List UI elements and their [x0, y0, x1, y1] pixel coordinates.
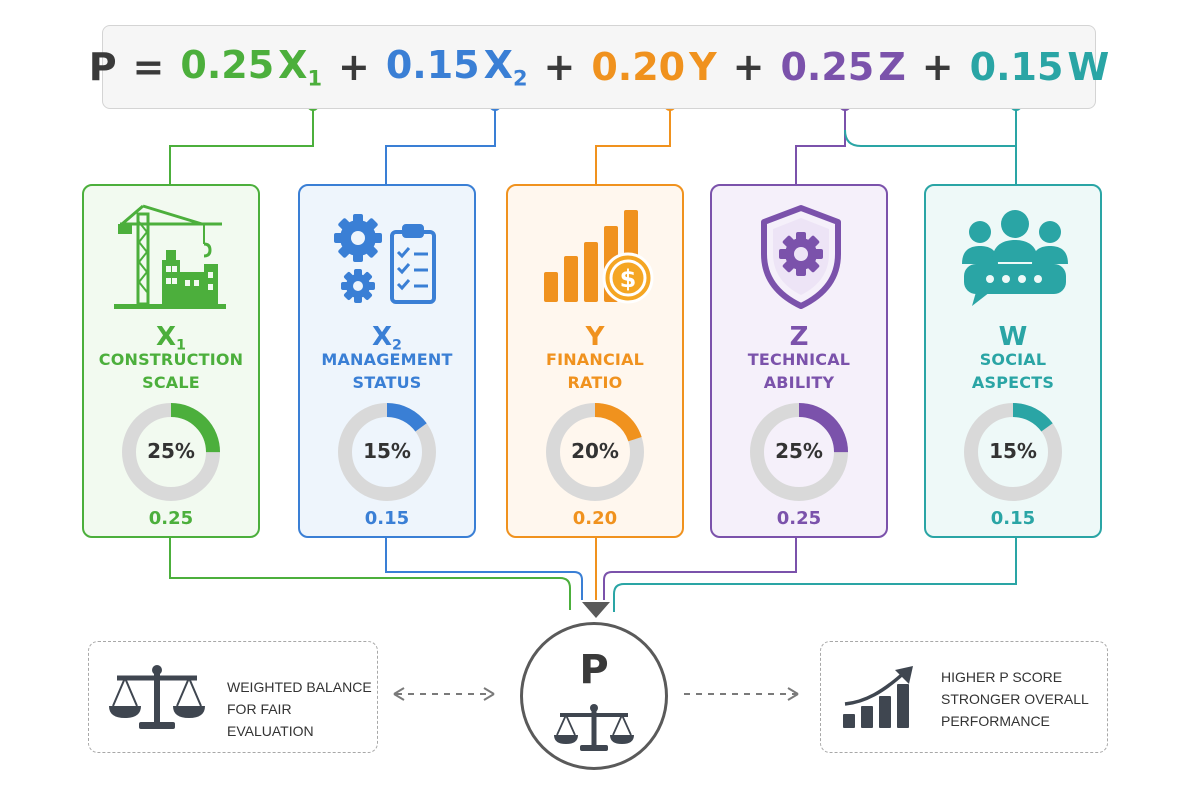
- weight-percent: 25%: [775, 439, 823, 463]
- connector-x2-bottom: [385, 538, 583, 600]
- connector-w-bottom: [613, 538, 1017, 612]
- weight-percent: 25%: [147, 439, 195, 463]
- weight-donut: [750, 403, 848, 501]
- weight-percent: 15%: [989, 439, 1037, 463]
- arrow-into-p: [582, 602, 610, 618]
- growth-chart-icon: [843, 666, 913, 728]
- weight-value: 0.25: [148, 508, 194, 529]
- weight-donut: [546, 403, 644, 501]
- donut-arc: [122, 403, 220, 501]
- donut-arc: [750, 403, 848, 501]
- connector-y-top: [595, 105, 671, 186]
- donut-arc: [338, 403, 436, 501]
- people-chat-icon: [962, 210, 1068, 306]
- dashed-right-arrow: [684, 687, 799, 701]
- donut-arc: [964, 403, 1062, 501]
- connector-x1-top: [169, 105, 314, 186]
- svg-text:$: $: [620, 265, 637, 293]
- small-scale-icon: [554, 704, 634, 751]
- formula-plus: +: [338, 45, 370, 89]
- factor-symbol: X2: [372, 322, 402, 354]
- weight-percent: 15%: [363, 439, 411, 463]
- connector-x1-bottom: [169, 538, 571, 610]
- shield-gear-icon: [761, 205, 841, 309]
- p-score-circle: P: [520, 622, 668, 770]
- weight-value: 0.15: [990, 508, 1036, 529]
- factor-symbol: Y: [585, 322, 605, 352]
- connector-x2-top: [385, 105, 496, 186]
- p-letter: P: [579, 647, 609, 693]
- weight-value: 0.25: [776, 508, 822, 529]
- factor-symbol: X1: [156, 322, 186, 354]
- crane-building-icon: [114, 204, 226, 309]
- formula-plus: +: [543, 45, 576, 89]
- factor-symbol: W: [998, 322, 1028, 352]
- weight-donut: [122, 403, 220, 501]
- formula-equals: =: [132, 45, 165, 89]
- factor-symbol: Z: [789, 322, 809, 352]
- balance-scale-icon: [109, 665, 205, 729]
- weight-donut: [964, 403, 1062, 501]
- weight-value: 0.15: [364, 508, 410, 529]
- formula-lhs: P: [88, 45, 117, 89]
- dashed-double-arrow: [393, 687, 495, 701]
- bar-chart-coin-icon: $: [544, 210, 654, 304]
- connector-z-top: [795, 105, 846, 186]
- connector-z-bottom: [603, 538, 797, 600]
- weight-percent: 20%: [571, 439, 619, 463]
- donut-arc: [546, 403, 644, 501]
- weight-donut: [338, 403, 436, 501]
- formula-plus: +: [732, 45, 765, 89]
- weight-value: 0.20: [572, 508, 618, 529]
- connector-w-top: [844, 105, 1017, 186]
- formula-plus: +: [921, 45, 954, 89]
- gears-clipboard-icon: [334, 214, 436, 304]
